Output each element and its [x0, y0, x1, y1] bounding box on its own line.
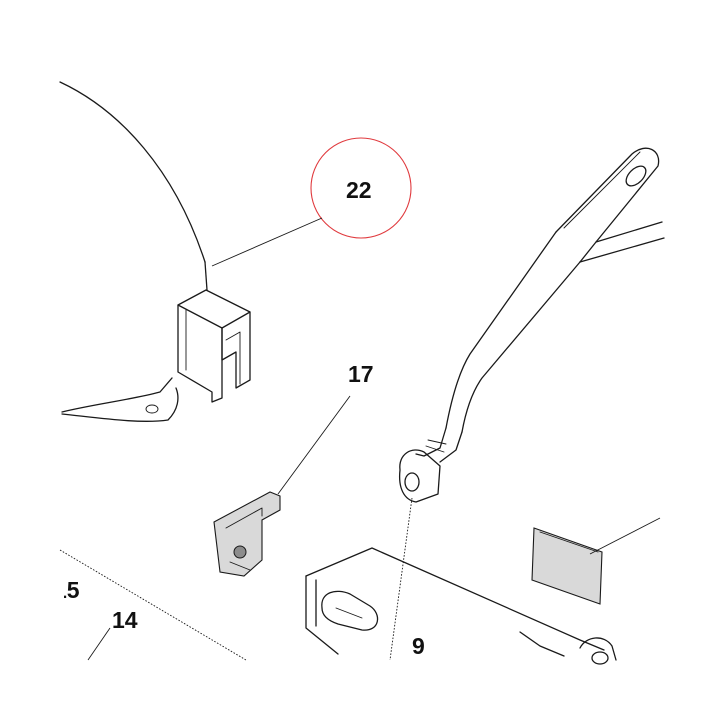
leader-line-pad: [589, 517, 661, 555]
leader-line-14: [87, 627, 111, 661]
lever-rod: [398, 147, 665, 503]
leader-line-22: [211, 217, 323, 267]
clip-part-17: [213, 491, 281, 577]
callout-14: 14: [112, 607, 138, 633]
rectangular-pad: [531, 527, 603, 605]
callout-17: 17: [348, 361, 374, 387]
callout-15: 15: [54, 577, 80, 603]
frame-plate: [305, 547, 617, 665]
leader-line-9: [389, 497, 413, 661]
bracket-part-22: [177, 289, 251, 403]
reference-line: [59, 549, 247, 661]
callout-22: 22: [346, 177, 372, 203]
housing-cover: [59, 81, 208, 422]
leader-line-17: [277, 395, 351, 495]
callout-9: 9: [412, 633, 425, 659]
callout-highlight-circle: [310, 137, 412, 239]
